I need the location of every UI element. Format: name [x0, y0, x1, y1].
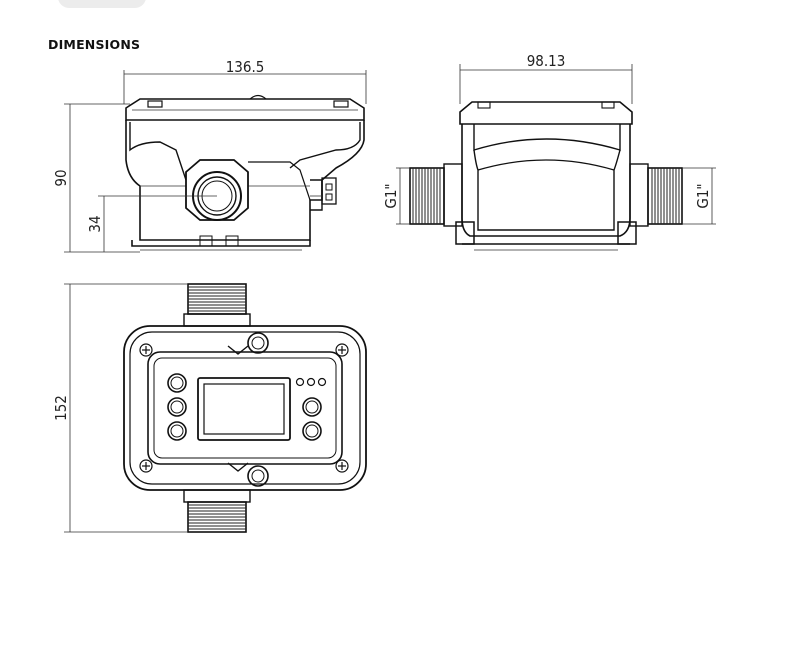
dim-height-inlet: 34 [86, 215, 104, 232]
dim-side-width: 98.13 [527, 52, 566, 70]
dim-height-total: 90 [52, 169, 70, 186]
dim-thread-right: G1" [694, 183, 712, 208]
dim-front-width: 136.5 [226, 58, 265, 76]
front-view: 136.5 90 [52, 58, 367, 253]
dim-thread-left: G1" [382, 183, 400, 208]
top-tab-decoration [58, 0, 146, 8]
top-view: 152 [52, 283, 367, 533]
section-heading: DIMENSIONS [48, 37, 141, 52]
dim-length-top: 152 [52, 395, 70, 421]
side-view: 98.13 G1" [382, 52, 716, 251]
